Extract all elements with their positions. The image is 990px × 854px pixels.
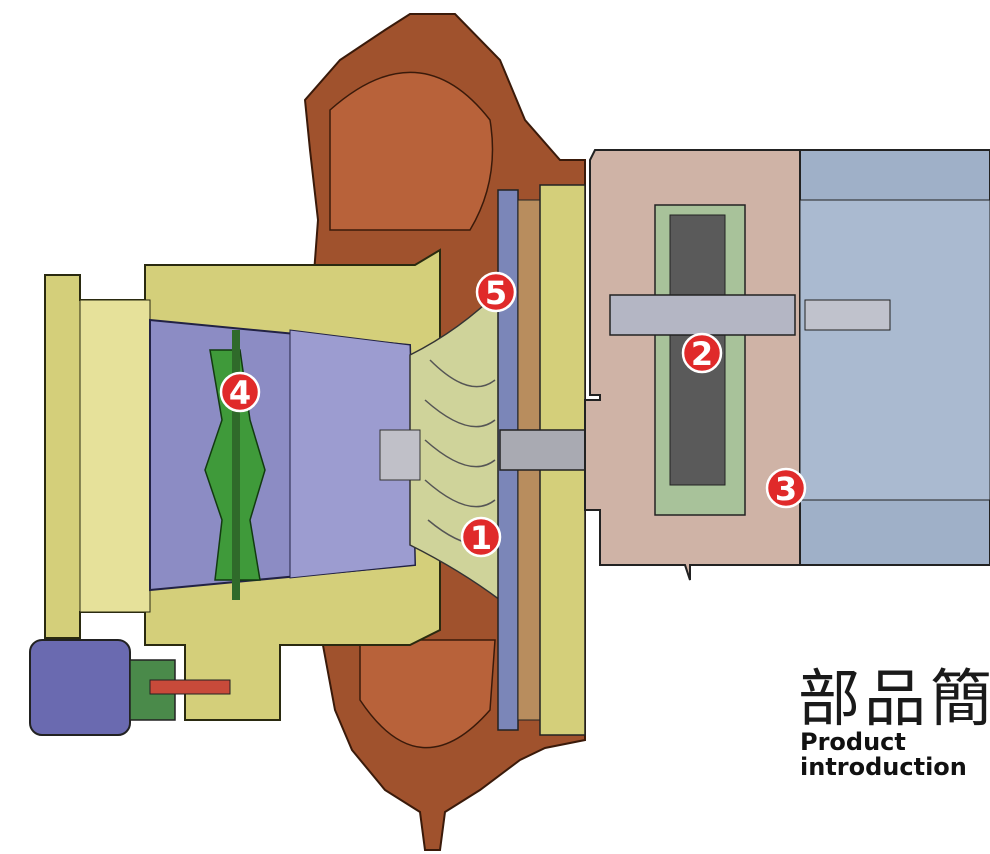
vane-actuator <box>29 639 231 736</box>
callout-3-number: 3 <box>775 470 797 508</box>
callout-2-number: 2 <box>691 335 713 373</box>
product-intro-title-zh: 部品簡 <box>798 662 990 735</box>
callout-1: 1 <box>460 516 502 558</box>
motor-side-housing <box>799 149 990 566</box>
product-intro-title-en: Product introduction <box>800 730 967 780</box>
callout-1-number: 1 <box>470 519 492 557</box>
callout-4: 4 <box>219 371 261 413</box>
title-en-line1: Product <box>800 728 906 756</box>
callout-2: 2 <box>681 332 723 374</box>
title-en-line2: introduction <box>800 753 967 781</box>
callout-5: 5 <box>475 271 517 313</box>
callout-4-number: 4 <box>229 374 251 412</box>
callout-5-number: 5 <box>485 274 507 312</box>
callout-3: 3 <box>765 467 807 509</box>
